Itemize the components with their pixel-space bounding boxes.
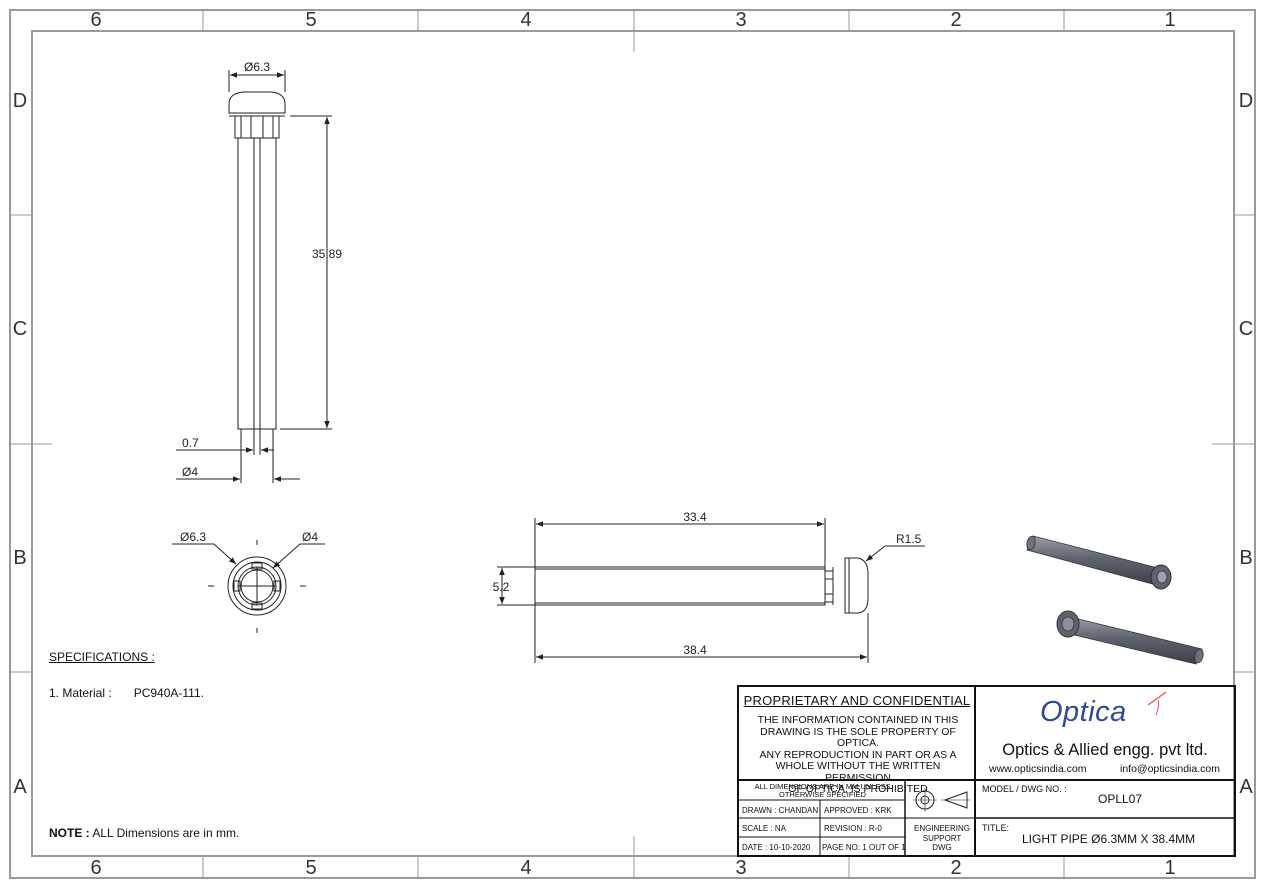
- front-view-dims: Ø6.3 35.89 0.7 Ø4: [182, 60, 342, 479]
- proprietary-body: THE INFORMATION CONTAINED IN THIS DRAWIN…: [757, 714, 959, 795]
- drawn-by: DRAWN : CHANDAN: [742, 806, 819, 815]
- dim-side-length: 33.4: [683, 510, 707, 524]
- page-number: PAGE NO: 1 OUT OF 1: [822, 843, 906, 852]
- proprietary-title: PROPRIETARY AND CONFIDENTIAL: [743, 693, 971, 708]
- row-label-right: A: [1239, 776, 1253, 798]
- col-label-top: 1: [1164, 9, 1175, 31]
- side-view-dims: 33.4 38.4 5.2 R1.5: [493, 510, 922, 657]
- end-view-dims: Ø6.3 Ø4: [180, 530, 318, 544]
- title-block: [737, 685, 1236, 857]
- date: DATE : 10-10-2020: [742, 843, 811, 852]
- note-text: ALL Dimensions are in mm.: [92, 826, 240, 840]
- dim-top-dia: Ø6.3: [244, 60, 270, 74]
- end-view: [172, 540, 325, 633]
- note: NOTE : ALL Dimensions are in mm.: [49, 826, 239, 840]
- isometric-render-2: [1056, 610, 1204, 665]
- dim-length: 35.89: [312, 247, 342, 261]
- dim-wall: 0.7: [182, 436, 199, 450]
- third-angle-projection-icon: [913, 788, 970, 812]
- inner-frame: [31, 30, 1235, 857]
- company-name: Optics & Allied engg. pvt ltd.: [1002, 741, 1208, 759]
- title-label: TITLE:: [982, 823, 1010, 833]
- end-view-outer: [227, 556, 287, 616]
- units-note: ALL DIMENSIONS ARE IN MM UNLESS OTHERWIS…: [754, 782, 891, 799]
- approved-by: APPROVED : KRK: [824, 806, 892, 815]
- col-label-top: 4: [520, 9, 531, 31]
- dim-end-outer: Ø6.3: [180, 530, 206, 544]
- front-view-cap: [228, 91, 286, 114]
- col-label-top: 5: [305, 9, 316, 31]
- logo-accent: [1147, 691, 1167, 706]
- dim-end-inner: Ø4: [302, 530, 318, 544]
- company-logo: Optica: [1040, 696, 1127, 728]
- col-label-bottom: 5: [305, 857, 316, 879]
- spec-material-label: 1. Material :: [49, 686, 112, 700]
- row-label-left: A: [13, 776, 27, 798]
- revision: REVISION : R-0: [824, 824, 882, 833]
- col-label-bottom: 6: [90, 857, 101, 879]
- side-view: [497, 518, 925, 663]
- row-label-left: C: [13, 318, 27, 340]
- zone-ticks: [10, 10, 1255, 878]
- dim-side-height: 5.2: [493, 580, 510, 594]
- title-value: LIGHT PIPE Ø6.3MM X 38.4MM: [1022, 832, 1196, 846]
- engineering-support: ENGINEERING SUPPORT DWG: [913, 824, 970, 852]
- scale: SCALE : NA: [742, 824, 787, 833]
- col-label-bottom: 2: [950, 857, 961, 879]
- model-value: OPLL07: [1098, 792, 1143, 806]
- spec-material-value: PC940A-111.: [133, 686, 204, 700]
- specifications-title: SPECIFICATIONS :: [49, 650, 155, 664]
- company-email: info@opticsindia.com: [1120, 763, 1220, 775]
- col-label-top: 3: [735, 9, 746, 31]
- col-label-bottom: 4: [520, 857, 531, 879]
- side-view-cap: [849, 557, 869, 614]
- row-label-right: C: [1239, 318, 1253, 340]
- company-website: www.opticsindia.com: [989, 763, 1087, 775]
- col-label-bottom: 3: [735, 857, 746, 879]
- col-label-top: 2: [950, 9, 961, 31]
- row-label-left: B: [13, 547, 26, 569]
- col-label-bottom: 1: [1164, 857, 1175, 879]
- row-label-right: D: [1239, 90, 1253, 112]
- side-view-body: [534, 566, 826, 606]
- model-label: MODEL / DWG NO. :: [982, 784, 1067, 794]
- front-view-body: [237, 137, 277, 430]
- isometric-render-1: [1026, 535, 1172, 590]
- col-label-top: 6: [90, 9, 101, 31]
- dim-radius: R1.5: [896, 532, 922, 546]
- row-label-right: B: [1239, 547, 1252, 569]
- dim-dia-small: Ø4: [182, 465, 198, 479]
- dim-overall-length: 38.4: [683, 643, 707, 657]
- note-label: NOTE :: [49, 826, 90, 840]
- zone-labels: 6 5 4 3 2 1 6 5 4 3 2 1 D C B A D C B A: [13, 9, 1254, 879]
- front-view: [176, 70, 332, 483]
- spec-material: 1. Material : PC940A-111.: [49, 686, 204, 700]
- row-label-left: D: [13, 90, 27, 112]
